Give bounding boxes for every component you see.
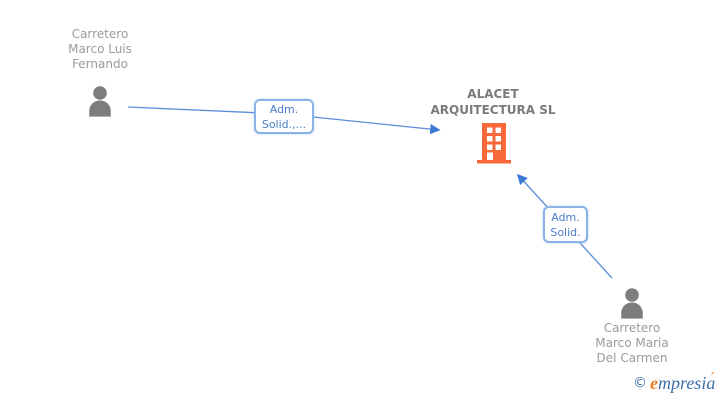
person1-name-line: Marco Luis <box>68 42 132 56</box>
company-name-line: ALACET <box>467 87 519 101</box>
building-icon <box>477 123 511 164</box>
company-node[interactable] <box>477 123 511 164</box>
person1-node[interactable] <box>84 85 116 117</box>
copyright-icon: © <box>632 375 647 391</box>
empresia-logo[interactable]: ©empresia´ <box>632 371 720 394</box>
company-name-label[interactable]: ALACET ARQUITECTURA SL <box>413 86 573 118</box>
person2-name-line: Carretero <box>603 321 661 335</box>
person1-name-line: Fernando <box>72 57 128 71</box>
logo-accent-mark: ´ <box>709 371 714 386</box>
company-name-line: ARQUITECTURA SL <box>430 103 556 117</box>
person2-name-label[interactable]: Carretero Marco Maria Del Carmen <box>562 321 702 366</box>
edge-label-line: Solid. <box>550 225 581 239</box>
logo-first-letter: e <box>649 373 658 393</box>
edge-label-line: Solid.,... <box>261 117 307 131</box>
edge-label-person2-company[interactable]: Adm. Solid. <box>543 206 588 243</box>
edge-label-line: Adm. <box>551 210 580 224</box>
person2-node[interactable] <box>616 287 648 319</box>
edge-label-person1-company[interactable]: Adm. Solid.,... <box>254 99 314 134</box>
logo-rest-letters: mpresia <box>657 373 716 393</box>
person-icon <box>621 288 643 319</box>
person-icon <box>89 86 111 117</box>
person1-name-line: Carretero <box>71 27 129 41</box>
edge-label-line: Adm. <box>269 102 299 116</box>
person1-name-label[interactable]: Carretero Marco Luis Fernando <box>30 27 170 72</box>
empresia-logo-text: empresia´ <box>649 371 720 393</box>
person2-name-line: Marco Maria <box>595 336 669 350</box>
person2-name-line: Del Carmen <box>596 351 668 365</box>
